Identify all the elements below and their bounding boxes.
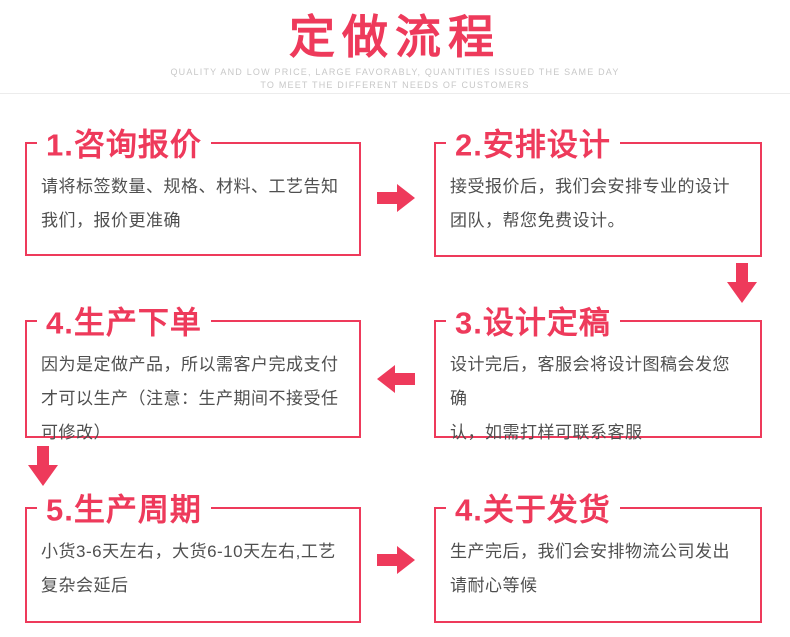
- step-body: 小货3-6天左右，大货6-10天左右,工艺 复杂会延后: [41, 542, 336, 595]
- arrow-down-icon: [727, 263, 757, 303]
- page-title: 定做流程: [289, 11, 501, 63]
- subtitle-line-2: TO MEET THE DIFFERENT NEEDS OF CUSTOMERS: [260, 80, 530, 90]
- arrow-right-icon: [377, 184, 415, 212]
- step-title: 3.设计定稿: [446, 297, 620, 343]
- step-title: 4.关于发货: [446, 484, 620, 530]
- header: 定做流程 QUALITY AND LOW PRICE, LARGE FAVORA…: [0, 0, 790, 92]
- step-body: 因为是定做产品，所以需客户完成支付 才可以生产（注意：生产期间不接受任 可修改）: [41, 355, 339, 442]
- step-card-production-cycle: 5.生产周期 小货3-6天左右，大货6-10天左右,工艺 复杂会延后: [25, 484, 361, 623]
- step-card-shipping: 4.关于发货 生产完后，我们会安排物流公司发出 请耐心等候: [434, 484, 762, 623]
- step-title: 5.生产周期: [37, 484, 211, 530]
- step-body: 设计完后，客服会将设计图稿会发您确 认，如需打样可联系客服: [450, 355, 730, 442]
- step-card-arrange-design: 2.安排设计 接受报价后，我们会安排专业的设计 团队，帮您免费设计。: [434, 119, 762, 257]
- arrow-right-icon: [377, 546, 415, 574]
- arrow-down-icon: [28, 446, 58, 486]
- header-divider: [0, 93, 790, 94]
- step-body: 请将标签数量、规格、材料、工艺告知 我们，报价更准确: [41, 177, 339, 230]
- step-card-consult-quote: 1.咨询报价 请将标签数量、规格、材料、工艺告知 我们，报价更准确: [25, 119, 361, 256]
- step-title: 2.安排设计: [446, 119, 620, 165]
- step-title: 1.咨询报价: [37, 119, 211, 165]
- step-card-production-order: 4.生产下单 因为是定做产品，所以需客户完成支付 才可以生产（注意：生产期间不接…: [25, 297, 361, 442]
- step-body: 生产完后，我们会安排物流公司发出 请耐心等候: [450, 542, 730, 595]
- step-body: 接受报价后，我们会安排专业的设计 团队，帮您免费设计。: [450, 177, 730, 230]
- arrow-left-icon: [377, 365, 415, 393]
- step-title: 4.生产下单: [37, 297, 211, 343]
- subtitle-line-1: QUALITY AND LOW PRICE, LARGE FAVORABLY, …: [170, 67, 620, 77]
- step-card-design-final: 3.设计定稿 设计完后，客服会将设计图稿会发您确 认，如需打样可联系客服: [434, 297, 762, 442]
